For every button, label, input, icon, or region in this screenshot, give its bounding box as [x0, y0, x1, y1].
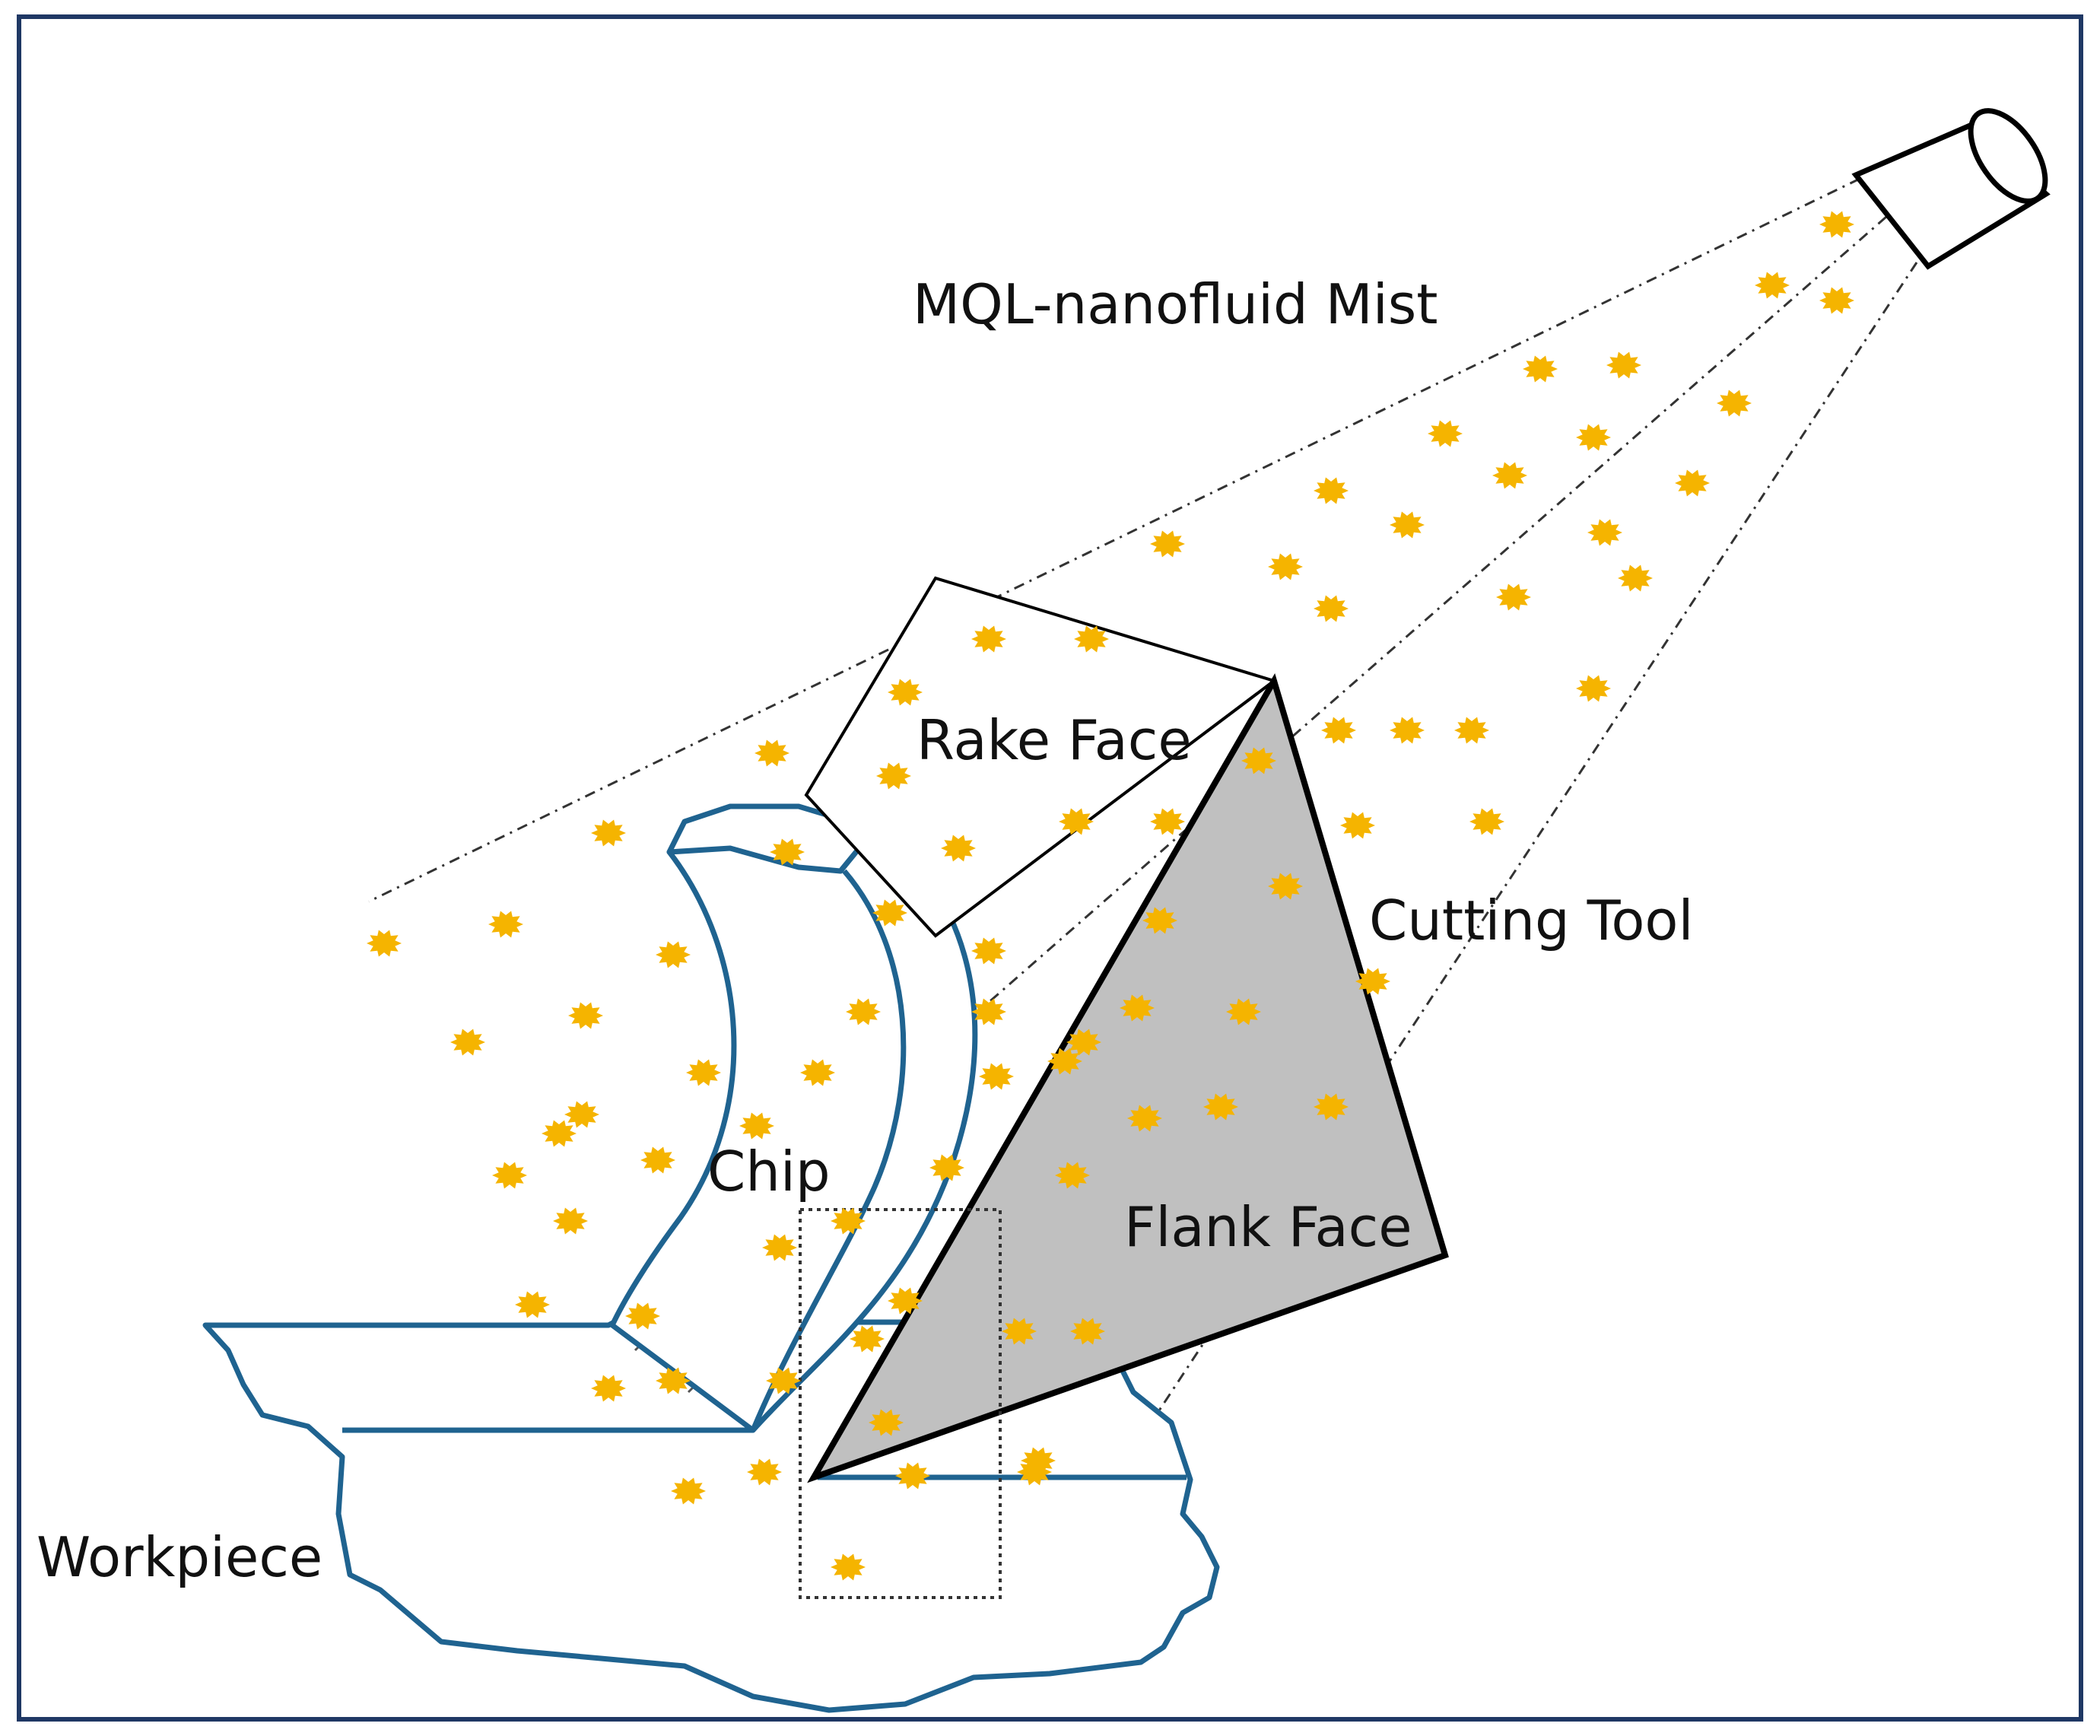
nanofluid-droplet	[762, 1234, 797, 1261]
flank-face-label: Flank Face	[1124, 1195, 1412, 1259]
nanofluid-droplet	[1241, 747, 1276, 774]
nanofluid-droplet	[515, 1291, 550, 1318]
nanofluid-droplet	[1203, 1093, 1238, 1121]
nanofluid-droplet	[564, 1101, 599, 1128]
nanofluid-droplet	[766, 1367, 801, 1394]
nanofluid-droplet	[850, 1325, 885, 1353]
nanofluid-droplet	[869, 1409, 904, 1436]
nanofluid-droplet	[656, 941, 691, 968]
nanofluid-droplet	[568, 1002, 603, 1029]
chip-body	[609, 826, 978, 1433]
nanofluid-droplet	[739, 1112, 774, 1140]
nanofluid-droplet	[1390, 717, 1425, 744]
nanofluid-droplet	[1606, 351, 1641, 379]
nanofluid-droplet	[542, 1120, 577, 1147]
cutting-tool-label: Cutting Tool	[1369, 889, 1693, 952]
nanofluid-droplet	[1340, 812, 1375, 839]
nanofluid-droplet	[1819, 211, 1854, 238]
nanofluid-droplet	[1321, 717, 1356, 744]
nanofluid-droplet	[1717, 389, 1752, 417]
nanofluid-droplet	[895, 1462, 930, 1490]
nanofluid-droplet	[1142, 907, 1177, 934]
nozzle-icon	[1851, 108, 2051, 270]
nanofluid-droplet	[1017, 1458, 1052, 1486]
nanofluid-droplet	[755, 739, 789, 767]
nanofluid-droplet	[1314, 1093, 1349, 1121]
nanofluid-droplet	[367, 930, 402, 957]
nanofluid-droplet	[492, 1162, 527, 1189]
nanofluid-droplet	[971, 625, 1006, 653]
nanofluid-droplet	[1618, 564, 1653, 592]
chip-label: Chip	[707, 1140, 831, 1203]
nanofluid-droplet	[1150, 530, 1185, 558]
detail-zoom-box	[799, 1208, 1002, 1599]
nanofluid-droplet	[1523, 355, 1558, 383]
nanofluid-droplet	[747, 1458, 782, 1486]
nanofluid-droplet	[1469, 808, 1504, 835]
nanofluid-droplet	[686, 1059, 721, 1086]
nanofluid-droplet	[1070, 1318, 1105, 1345]
nanofluid-droplet	[1059, 808, 1094, 835]
nanofluid-droplet	[831, 1553, 866, 1581]
nanofluid-droplet	[1268, 873, 1303, 900]
nanofluid-droplet	[1755, 272, 1790, 299]
nanofluid-droplet	[888, 679, 923, 706]
nanofluid-droplet	[1496, 583, 1531, 611]
workpiece-label: Workpiece	[37, 1525, 322, 1589]
nanofluid-droplet	[488, 911, 523, 938]
nanofluid-droplet	[1454, 717, 1489, 744]
nanofluid-droplet	[876, 762, 911, 790]
spray-line-upper	[368, 177, 1860, 903]
nanofluid-droplet	[800, 1059, 835, 1086]
nanofluid-droplet	[1587, 519, 1622, 546]
chip-inner-edge	[750, 869, 907, 1432]
nanofluid-droplet	[553, 1207, 588, 1235]
mist-droplets	[367, 211, 1854, 1581]
nanofluid-droplet	[1226, 998, 1261, 1025]
nanofluid-droplet	[1428, 420, 1463, 447]
nanofluid-droplet	[591, 819, 626, 847]
chip	[609, 803, 978, 1433]
nozzle-rim	[1968, 108, 2048, 204]
nanofluid-droplet	[656, 1367, 691, 1394]
nanofluid-droplet	[929, 1154, 964, 1181]
nanofluid-droplet	[450, 1029, 485, 1056]
nanofluid-droplet	[1150, 808, 1185, 835]
nanofluid-droplet	[1675, 469, 1710, 497]
nanofluid-droplet	[1055, 1162, 1090, 1189]
nanofluid-droplet	[1002, 1318, 1037, 1345]
nanofluid-droplet	[1390, 511, 1425, 539]
nanofluid-droplet	[846, 998, 881, 1025]
nanofluid-droplet	[625, 1302, 660, 1330]
nanofluid-droplet	[671, 1477, 706, 1505]
nanofluid-droplet	[591, 1375, 626, 1402]
nanofluid-droplet	[1066, 1029, 1101, 1056]
nanofluid-droplet	[640, 1146, 675, 1174]
rake-face-label: Rake Face	[917, 708, 1192, 772]
nanofluid-droplet	[831, 1207, 866, 1235]
nanofluid-droplet	[1314, 595, 1349, 622]
nanofluid-droplet	[1074, 625, 1109, 653]
nanofluid-droplet	[971, 998, 1006, 1025]
nanofluid-droplet	[941, 835, 976, 862]
nanofluid-droplet	[1355, 968, 1390, 995]
nanofluid-droplet	[1576, 424, 1611, 451]
nanofluid-droplet	[1492, 462, 1527, 489]
nanofluid-droplet	[1576, 675, 1611, 702]
nanofluid-droplet	[770, 838, 805, 866]
mist-label: MQL-nanofluid Mist	[913, 272, 1438, 336]
nanofluid-droplet	[872, 899, 907, 927]
nanofluid-droplet	[1819, 287, 1854, 314]
nanofluid-droplet	[971, 937, 1006, 965]
nanofluid-droplet	[979, 1063, 1014, 1090]
nanofluid-droplet	[1268, 553, 1303, 580]
nanofluid-droplet	[888, 1287, 923, 1315]
nanofluid-droplet	[1120, 994, 1155, 1022]
nanofluid-droplet	[1314, 477, 1349, 504]
nanofluid-droplet	[1127, 1105, 1162, 1132]
nanofluid-droplet	[1047, 1048, 1082, 1075]
